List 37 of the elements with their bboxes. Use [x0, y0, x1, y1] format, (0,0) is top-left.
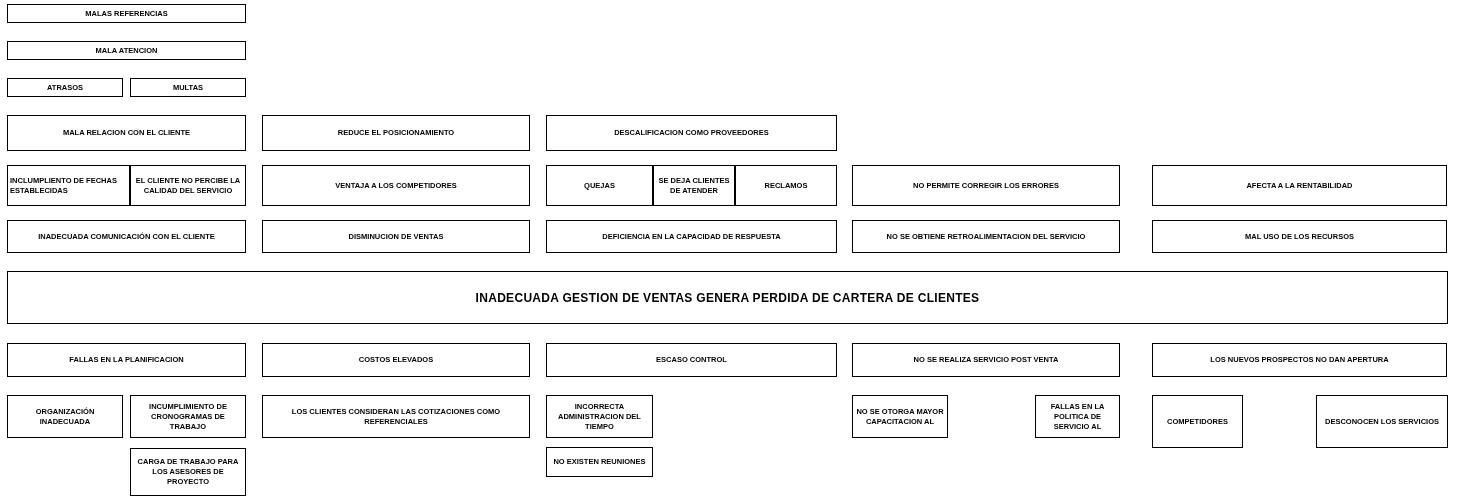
- problem-box: [1152, 220, 1447, 253]
- central-problem-box: [7, 271, 1448, 324]
- box-label: INADECUADA GESTION DE VENTAS GENERA PERDIDA DE CARTERA DE CLIENTES: [475, 292, 980, 303]
- problem-box: [735, 165, 837, 206]
- problem-box: [130, 165, 246, 206]
- problem-box: [1152, 395, 1243, 448]
- problem-box: [7, 115, 246, 151]
- problem-box: [546, 395, 653, 438]
- problem-box: [1035, 395, 1120, 438]
- problem-box: [1152, 165, 1447, 206]
- problem-box: [7, 41, 246, 60]
- problem-box: [7, 165, 130, 206]
- problem-box: [262, 395, 530, 438]
- problem-box: [653, 165, 735, 206]
- problem-box: [262, 165, 530, 206]
- problem-box: [1152, 343, 1447, 377]
- problem-box: [7, 343, 246, 377]
- problem-box: [546, 343, 837, 377]
- problem-box: [546, 165, 653, 206]
- problem-box: [546, 447, 653, 477]
- problem-box: [7, 220, 246, 253]
- problem-box: [130, 448, 246, 496]
- problem-box: [852, 395, 948, 438]
- problem-box: [852, 165, 1120, 206]
- problem-box: [7, 78, 123, 97]
- problem-box: [130, 395, 246, 438]
- problem-box: [852, 220, 1120, 253]
- problem-box: [546, 220, 837, 253]
- problem-box: [262, 220, 530, 253]
- problem-box: [1316, 395, 1448, 448]
- problem-box: [852, 343, 1120, 377]
- problem-box: [546, 115, 837, 151]
- problem-box: [130, 78, 246, 97]
- problem-box: [7, 395, 123, 438]
- problem-box: [262, 343, 530, 377]
- problem-box: [7, 4, 246, 23]
- problem-box: [262, 115, 530, 151]
